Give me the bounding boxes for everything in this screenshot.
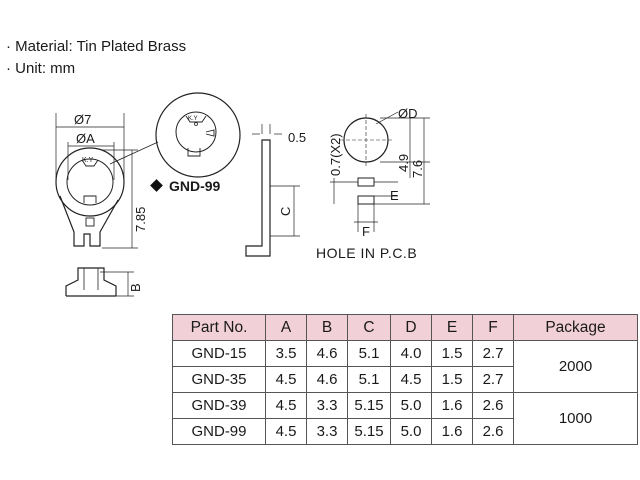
cell-e: 1.6 [431, 392, 473, 419]
table-row: GND-39 4.5 3.3 5.15 5.0 1.6 2.6 1000 [172, 392, 638, 445]
cell-part: GND-99 [172, 418, 266, 445]
cell-a: 4.5 [265, 392, 307, 419]
dim-B: B [128, 283, 143, 292]
cell-d: 5.0 [390, 392, 432, 419]
spec-table: Part No. A B C D E F Package GND-15 3.5 … [172, 314, 638, 445]
cell-a: 3.5 [265, 340, 307, 367]
cell-c: 5.15 [347, 392, 391, 419]
detail-ky-mark: K.Y [188, 116, 198, 122]
material-spec: · Material: Tin Plated Brass [6, 38, 187, 55]
dim-phiD: ØD [398, 106, 418, 121]
header-part-no: Part No. [172, 314, 266, 341]
table-row: GND-99 4.5 3.3 5.15 5.0 1.6 2.6 [172, 418, 638, 445]
header-d: D [390, 314, 432, 341]
cell-b: 3.3 [306, 392, 348, 419]
unit-spec: · Unit: mm [6, 60, 76, 77]
table-row: GND-15 3.5 4.6 5.1 4.0 1.5 2.7 2000 [172, 340, 638, 393]
terminal-side-view [65, 267, 134, 297]
cell-b: 3.3 [306, 418, 348, 445]
header-e: E [431, 314, 473, 341]
cell-c: 5.15 [347, 418, 391, 445]
cell-c: 5.1 [347, 366, 391, 393]
detail-view [155, 92, 241, 178]
cell-d: 5.0 [390, 418, 432, 445]
cell-f: 2.6 [472, 392, 514, 419]
model-label-text: GND-99 [169, 178, 221, 194]
cell-package: 2000 [513, 340, 638, 393]
ky-mark: K.Y [82, 157, 94, 164]
header-package: Package [513, 314, 638, 341]
model-label: GND-99 [150, 178, 221, 194]
cell-e: 1.5 [431, 366, 473, 393]
dim-phiA: ØA [76, 131, 95, 146]
cell-a: 4.5 [265, 418, 307, 445]
dim-0-7x2: 0.7(X2) [328, 133, 343, 176]
cell-d: 4.0 [390, 340, 432, 367]
diamond-bullet-icon [150, 179, 163, 192]
header-c: C [347, 314, 391, 341]
terminal-front-view [55, 113, 159, 249]
cell-part: GND-39 [172, 392, 266, 419]
cell-e: 1.6 [431, 418, 473, 445]
header-f: F [472, 314, 514, 341]
cell-c: 5.1 [347, 340, 391, 367]
dim-C: C [278, 207, 293, 216]
pcb-hole-view [330, 111, 430, 232]
dim-0-5: 0.5 [288, 130, 306, 145]
cell-f: 2.6 [472, 418, 514, 445]
cell-b: 4.6 [306, 366, 348, 393]
header-a: A [265, 314, 307, 341]
cell-e: 1.5 [431, 340, 473, 367]
profile-view [245, 124, 300, 257]
cell-b: 4.6 [306, 340, 348, 367]
cell-part: GND-35 [172, 366, 266, 393]
table-row: GND-35 4.5 4.6 5.1 4.5 1.5 2.7 [172, 366, 638, 393]
cell-f: 2.7 [472, 366, 514, 393]
dim-E: E [390, 188, 399, 203]
cell-d: 4.5 [390, 366, 432, 393]
cell-a: 4.5 [265, 366, 307, 393]
dim-phi7: Ø7 [74, 112, 91, 127]
dim-F: F [362, 224, 370, 239]
table-header-row: Part No. A B C D E F Package [172, 314, 638, 341]
dim-7-85: 7.85 [133, 207, 148, 232]
dim-4-9: 4.9 [396, 154, 411, 172]
header-b: B [306, 314, 348, 341]
technical-drawing: Ø7 ØA K.Y 7.85 K.Y B 0.5 C [55, 92, 430, 297]
cell-f: 2.7 [472, 340, 514, 367]
cell-package: 1000 [513, 392, 638, 445]
dim-7-6: 7.6 [410, 160, 425, 178]
cell-part: GND-15 [172, 340, 266, 367]
hole-caption: HOLE IN P.C.B [316, 245, 418, 261]
